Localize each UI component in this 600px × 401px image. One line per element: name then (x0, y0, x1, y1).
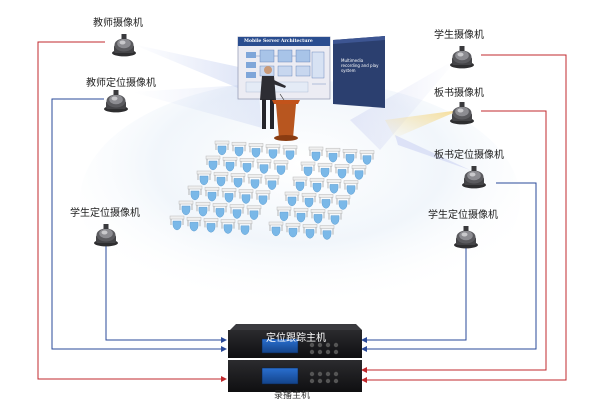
teacher-camera-label: 教师摄像机 (93, 18, 143, 29)
blackboard-camera-beam (385, 110, 460, 138)
blackboard-title: Mobile Server Architecture (244, 39, 313, 44)
student-camera-icon (450, 46, 474, 69)
student-camera-label: 学生摄像机 (434, 30, 484, 41)
recording-signal-lines (37, 41, 567, 383)
teacher-positioning-beam (132, 84, 262, 128)
tracking-host-label: 定位跟踪主机 (266, 333, 326, 344)
podium (272, 93, 300, 141)
blackboard (237, 36, 331, 100)
blackboard-positioning-camera-label: 板书定位摄像机 (434, 150, 504, 161)
student-positioning-camera-right-label: 学生定位摄像机 (428, 210, 498, 221)
student-positioning-camera-left-label: 学生定位摄像机 (70, 208, 140, 219)
tracking-signal-lines (51, 98, 537, 352)
recording-host-label: 录播主机 (274, 391, 311, 401)
teacher-camera-icon (112, 34, 136, 57)
projector-panel (333, 36, 385, 108)
blackboard-camera-label: 板书摄像机 (434, 88, 484, 99)
teacher-positioning-camera-icon (104, 90, 128, 113)
lecturer-figure (260, 66, 286, 129)
teacher-positioning-camera-label: 教师定位摄像机 (86, 78, 156, 89)
tracking-host-device (228, 324, 362, 358)
recording-host-device (228, 360, 362, 392)
classroom-floor (80, 80, 520, 320)
projector-panel-text: Multimedia recording and play system (341, 58, 379, 73)
teacher-camera-beam (132, 44, 262, 98)
blackboard-positioning-beam (395, 135, 470, 170)
blackboard-camera-icon (450, 102, 474, 125)
student-camera-beam (350, 58, 458, 150)
